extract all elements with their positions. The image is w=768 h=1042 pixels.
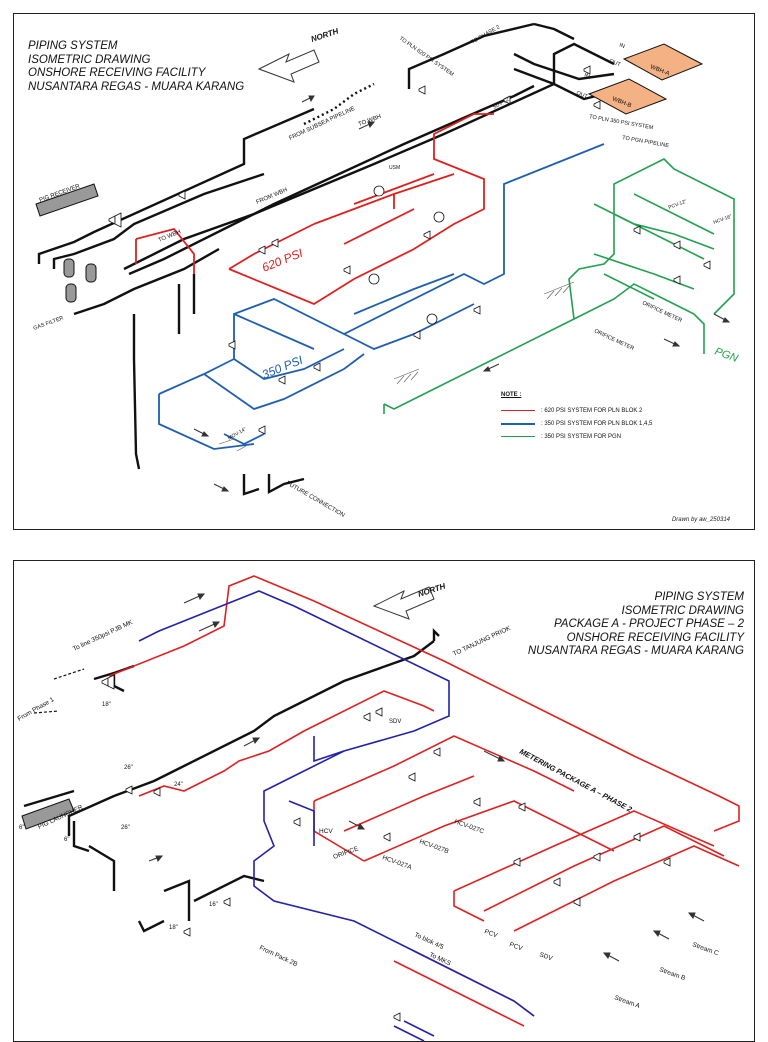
to-tanjung-label: TO TANJUNG PRIOK	[452, 625, 513, 658]
gas-filter-label: GAS FILTER	[33, 315, 65, 331]
note-legend: NOTE : : 620 PSI SYSTEM FOR PLN BLOK 2 :…	[501, 392, 711, 443]
diameter-label: 24"	[174, 782, 183, 788]
legend-swatch	[501, 410, 535, 411]
to-pln-620-label: TO PLN 620 PSI SYSTEM	[398, 36, 455, 78]
diameter-label: 16"	[209, 902, 218, 908]
out-a-label: OUT	[608, 58, 622, 68]
from-subsea-label: FROM SUBSEA PIPELINE	[288, 106, 356, 142]
pcv-label: PCV	[508, 941, 524, 952]
red-phase2-pipelines	[108, 575, 740, 1027]
title-line: PACKAGE A - PROJECT PHASE – 2	[553, 618, 744, 630]
legend-text: : 620 PSI SYSTEM FOR PLN BLOK 2	[541, 407, 643, 414]
sdv-label: SDV	[538, 951, 554, 962]
drawing-sheet-2: PIPING SYSTEM ISOMETRIC DRAWING PACKAGE …	[13, 560, 755, 1042]
title-block-1: PIPING SYSTEM ISOMETRIC DRAWING ONSHORE …	[28, 40, 244, 94]
piping-diagram-2: NORTH	[17, 575, 740, 1041]
legend-row: : 620 PSI SYSTEM FOR PLN BLOK 2	[501, 404, 711, 417]
legend-swatch	[501, 436, 535, 437]
pig-receiver	[35, 183, 99, 217]
legend-text: : 350 PSI SYSTEM FOR PGN	[541, 433, 622, 440]
gas-filter	[63, 258, 97, 303]
to-phase2-label: TO PHASE 2	[470, 24, 501, 45]
flow-arrows	[193, 95, 731, 492]
legend-row: : 350 PSI SYSTEM FOR PLN BLOK 1,4,5	[501, 417, 711, 430]
north-arrow-icon: NORTH	[372, 582, 447, 620]
pcv-label: PCV-12"	[668, 199, 688, 211]
pig-launcher	[21, 798, 75, 830]
diameter-label: 18"	[169, 925, 178, 931]
wbh-a-box	[622, 43, 704, 81]
navy-pipelines	[138, 590, 535, 1041]
dashed-arrows	[33, 668, 85, 714]
title-line: PIPING SYSTEM	[654, 591, 744, 603]
title-line: ISOMETRIC DRAWING	[28, 53, 151, 66]
metering-package-label: METERING PACKAGE A – PHASE 2	[518, 747, 634, 814]
to-blok-label: To blok 4/5	[413, 931, 445, 951]
ground-hatching	[218, 281, 575, 452]
legend-text: : 350 PSI SYSTEM FOR PLN BLOK 1,4,5	[541, 420, 653, 427]
in-a-label: IN	[618, 42, 625, 50]
title-line: ISOMETRIC DRAWING	[621, 604, 744, 617]
title-line: ONSHORE RECEIVING FACILITY	[28, 67, 206, 79]
diameter-label: 26"	[121, 825, 130, 831]
stream-c-label: Stream C	[691, 941, 719, 957]
in-b-label: IN	[583, 72, 590, 80]
diameter-label: 18"	[102, 702, 111, 708]
orifice-label: ORIFICE	[332, 845, 360, 861]
title-block-2: PIPING SYSTEM ISOMETRIC DRAWING PACKAGE …	[528, 591, 744, 659]
blue-350psi-pipelines	[158, 143, 605, 450]
title-line: PIPING SYSTEM	[28, 40, 118, 52]
stream-b-label: Stream B	[658, 966, 686, 982]
mov-label: MOV-14"	[227, 426, 248, 441]
diameter-label: 6"	[19, 825, 24, 831]
psi620-label: 620 PSI	[260, 246, 305, 275]
out-b-label: OUT	[575, 90, 589, 100]
diameter-label: 6"	[64, 837, 69, 843]
north-label: NORTH	[310, 27, 340, 44]
pcv-label: PCV	[483, 928, 499, 939]
diameter-label: 26"	[124, 765, 133, 771]
hcv-027b-label: HCV-027B	[418, 838, 449, 855]
valve-symbols	[101, 674, 671, 1022]
drawing-sheet-1: PIPING SYSTEM ISOMETRIC DRAWING ONSHORE …	[13, 13, 755, 530]
flow-arrows	[148, 593, 705, 962]
valve-symbols	[108, 65, 711, 435]
piping-diagram-1: NORTH	[33, 22, 740, 519]
green-pgn-pipelines	[383, 158, 735, 414]
hcv-027c-label: HCV-027C	[453, 818, 485, 835]
title-line: NUSANTARA REGAS - MUARA KARANG	[527, 645, 744, 657]
orifice-meter-label: ORIFICE METER	[593, 328, 635, 352]
drawn-by: Drawn by aw_250314	[671, 517, 730, 523]
pgn-label: PGN	[713, 346, 740, 365]
to-pln-350-label: TO PLN 350 PSI SYSTEM	[589, 114, 654, 131]
black-pipelines	[23, 628, 440, 933]
hcv-label: HCV-16"	[713, 214, 733, 226]
title-line: ONSHORE RECEIVING FACILITY	[566, 631, 744, 644]
usm-meters	[368, 185, 445, 325]
hcv-027a-label: HCV-027A	[381, 854, 413, 871]
future-connection-label: FUTURE CONNECTION	[285, 481, 345, 519]
hcv-label: HCV	[319, 828, 333, 835]
to-pgn-pipeline-label: TO PGN PIPELINE	[622, 135, 670, 149]
usm-label: USM	[389, 165, 400, 171]
from-pack2b-label: From Pack 2B	[258, 944, 298, 968]
to-line-label: To line 350psi PJB MK	[72, 619, 134, 653]
north-arrow-icon: NORTH	[257, 27, 340, 83]
title-line: NUSANTARA REGAS - MUARA KARANG	[28, 80, 245, 93]
wbh-b-box	[587, 78, 668, 115]
note-title: NOTE :	[501, 392, 522, 398]
sdv-label: SDV	[389, 719, 401, 725]
legend-row: : 350 PSI SYSTEM FOR PGN	[501, 430, 711, 443]
from-wbh-label: FROM WBH	[255, 187, 288, 206]
red-620psi-pipelines	[135, 113, 494, 306]
stream-a-label: Stream A	[613, 994, 641, 1010]
legend-swatch	[501, 422, 535, 425]
orifice-meter-label: ORIFICE METER	[641, 300, 683, 324]
black-pipelines	[37, 22, 615, 496]
from-phase1-label: From Phase 1	[17, 696, 56, 723]
